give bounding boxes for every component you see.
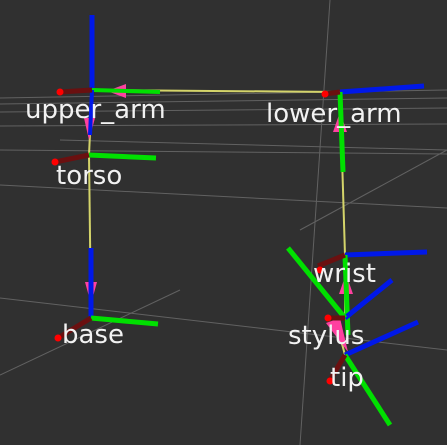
frame-base-axes[interactable] bbox=[54, 248, 159, 342]
frame-label-base: base bbox=[62, 320, 124, 350]
tf-link-tip-to-stylus bbox=[326, 317, 348, 356]
frame-stylus-axes[interactable] bbox=[286, 246, 394, 322]
frame-label-wrist: wrist bbox=[313, 259, 376, 289]
frame-label-torso: torso bbox=[56, 161, 122, 191]
frame-label-tip: tip bbox=[330, 363, 364, 393]
frame-label-stylus: stylus bbox=[288, 321, 364, 351]
frame-label-lower-arm: lower_arm bbox=[266, 99, 402, 129]
frame-lower-arm-axes[interactable] bbox=[321, 83, 425, 173]
frame-wrist-axes[interactable] bbox=[316, 249, 428, 336]
frame-upper-arm-axes[interactable] bbox=[56, 15, 161, 136]
frame-torso-axes[interactable] bbox=[51, 152, 157, 166]
frame-label-upper-arm: upper_arm bbox=[25, 95, 166, 125]
frame-tip-axes[interactable] bbox=[326, 319, 420, 427]
